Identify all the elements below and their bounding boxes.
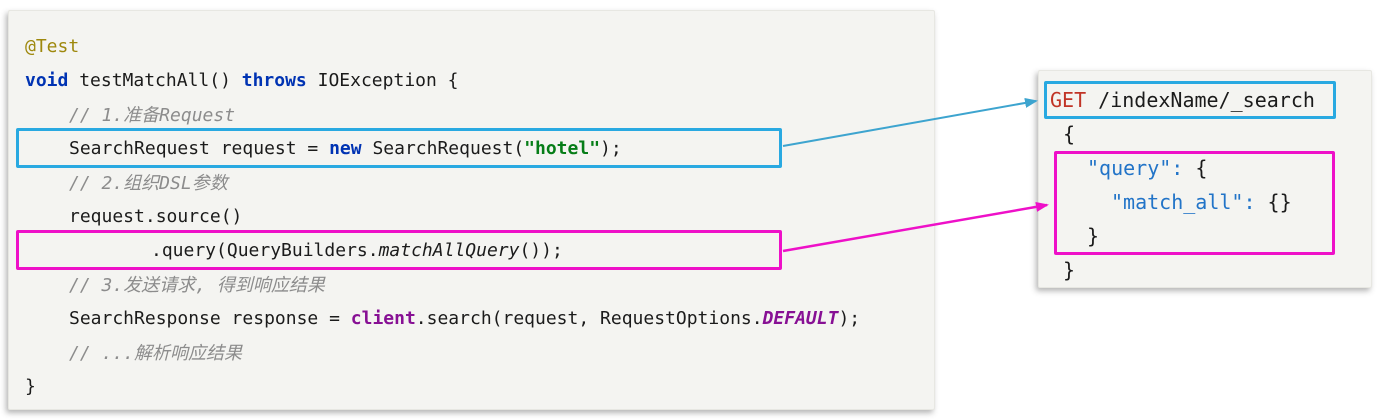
code-token: /indexName/_search xyxy=(1086,88,1315,112)
dsl-line-inner-close-brace: } xyxy=(1039,219,1371,253)
code-comment: // ...解析响应结果 xyxy=(69,343,243,364)
code-token: void xyxy=(25,69,69,91)
dsl-line-match-all: "match_all": {} xyxy=(1039,185,1371,219)
java-line-query-builder: .query(QueryBuilders.matchAllQuery()); xyxy=(9,230,934,270)
code-token: "hotel" xyxy=(524,137,601,159)
code-token: .query(QueryBuilders. xyxy=(151,239,379,261)
http-method-token: GET xyxy=(1050,88,1087,112)
code-token: throws xyxy=(241,69,307,91)
code-token: ); xyxy=(838,307,861,329)
code-token: SearchRequest( xyxy=(361,137,525,159)
java-line-comment-build-dsl: // 2.组织DSL参数 xyxy=(9,165,934,199)
code-token: .search(request, RequestOptions. xyxy=(415,307,763,329)
dsl-line-outer-close-brace: } xyxy=(1039,253,1371,287)
code-comment: // 1.准备Request xyxy=(69,105,236,126)
code-token: } xyxy=(1063,258,1076,282)
java-line-search-response: SearchResponse response = client.search(… xyxy=(9,301,934,335)
java-line-method-signature: void testMatchAll() throws IOException { xyxy=(9,63,934,97)
dsl-request-panel: GET /indexName/_search { "query": { "mat… xyxy=(1038,70,1372,288)
code-token: } xyxy=(1087,224,1100,248)
java-line-comment-prepare-request: // 1.准备Request xyxy=(9,97,934,131)
java-line-search-request: SearchRequest request = new SearchReques… xyxy=(9,128,934,168)
code-comment: // 3.发送请求, 得到响应结果 xyxy=(69,275,325,296)
code-comment: // 2.组织DSL参数 xyxy=(69,173,228,194)
java-line-annotation: @Test xyxy=(9,29,934,63)
code-token: } xyxy=(25,375,36,397)
code-token: new xyxy=(329,137,362,159)
code-token: request.source() xyxy=(69,205,243,227)
dsl-line-open-brace: { xyxy=(1039,117,1371,151)
code-token: SearchResponse response = xyxy=(69,307,351,329)
code-token: DEFAULT xyxy=(762,307,839,329)
code-token: SearchRequest request = xyxy=(69,137,330,159)
code-token: testMatchAll() xyxy=(68,69,242,91)
code-token: ()); xyxy=(519,239,563,261)
code-token: {} xyxy=(1255,190,1292,214)
java-line-comment-send-request: // 3.发送请求, 得到响应结果 xyxy=(9,267,934,301)
json-key-token: "match_all": xyxy=(1111,190,1256,214)
json-key-token: "query": xyxy=(1087,156,1184,180)
java-line-request-source: request.source() xyxy=(9,199,934,233)
code-token: IOException { xyxy=(306,69,459,91)
java-line-comment-parse-response: // ...解析响应结果 xyxy=(9,335,934,369)
dsl-line-get-request: GET /indexName/_search xyxy=(1039,83,1371,117)
java-code-panel: @Test void testMatchAll() throws IOExcep… xyxy=(8,10,935,410)
code-token: { xyxy=(1183,156,1208,180)
dsl-line-query-key: "query": { xyxy=(1039,151,1371,185)
code-token: client xyxy=(350,307,416,329)
code-token: ); xyxy=(600,137,622,159)
code-token: @Test xyxy=(25,35,80,57)
code-token: matchAllQuery xyxy=(378,239,520,261)
code-token: { xyxy=(1063,122,1076,146)
java-line-closing-brace: } xyxy=(9,369,934,403)
